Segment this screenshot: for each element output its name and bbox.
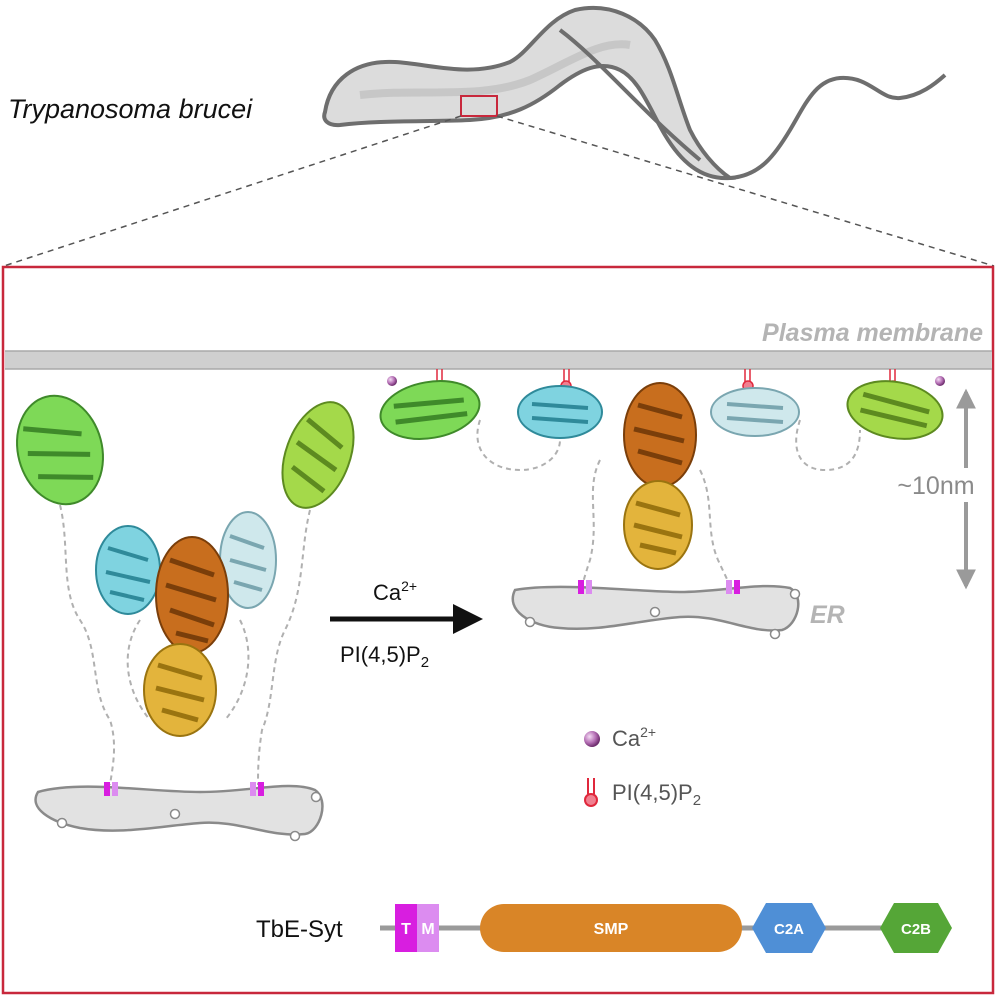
c2a-structure-active-right <box>710 387 800 437</box>
active-state <box>379 369 945 640</box>
legend-pip2-label: PI(4,5)P2 <box>612 780 701 809</box>
c2b-structure-active-right <box>846 380 944 440</box>
transition-bottom-label: PI(4,5)P2 <box>340 642 429 671</box>
er-label: ER <box>810 601 845 629</box>
tm-domain-light <box>417 904 439 952</box>
zoom-region-box <box>460 95 498 117</box>
smp-domain <box>480 904 742 952</box>
protein-name: TbE-Syt <box>256 916 343 943</box>
c2b-domain <box>880 903 952 953</box>
organism-name: Trypanosoma brucei <box>8 94 253 124</box>
smp-structure <box>155 536 229 654</box>
trypanosome-illustration <box>322 5 947 181</box>
tm-letter-m: M <box>421 921 434 938</box>
c2a-structure-left <box>95 525 161 615</box>
zoom-frame <box>1 265 995 995</box>
c2a-structure-active-left <box>517 385 603 439</box>
tm-letter-t: T <box>401 921 411 938</box>
smp-structure-lower <box>143 643 217 737</box>
scale-label: ~10nm <box>897 472 974 500</box>
c2b-structure-right <box>281 401 355 509</box>
flagellum <box>729 73 947 180</box>
legend-ca-label: Ca2+ <box>612 724 656 751</box>
c2a-structure-right <box>219 511 277 609</box>
tm-domain-dark <box>395 904 417 952</box>
c2a-domain-label: C2A <box>774 921 804 938</box>
er-membrane-left <box>34 784 324 836</box>
c2a-domain <box>752 903 826 953</box>
zoom-line-left <box>3 115 462 267</box>
c2b-structure-active-left <box>379 380 481 440</box>
c2b-structure-left <box>16 394 104 506</box>
transition-top-label: Ca2+ <box>373 578 417 605</box>
lipid-headgroup-icon <box>584 778 598 807</box>
smp-domain-label: SMP <box>594 921 629 938</box>
inactive-state <box>16 394 355 842</box>
sphere-icon <box>584 731 600 747</box>
c2b-domain-label: C2B <box>901 921 931 938</box>
smp-structure-active <box>623 382 697 488</box>
plasma-membrane-label: Plasma membrane <box>762 319 983 347</box>
plasma-membrane <box>5 351 992 369</box>
smp-structure-active-lower <box>623 480 693 570</box>
zoom-line-right <box>496 115 995 267</box>
